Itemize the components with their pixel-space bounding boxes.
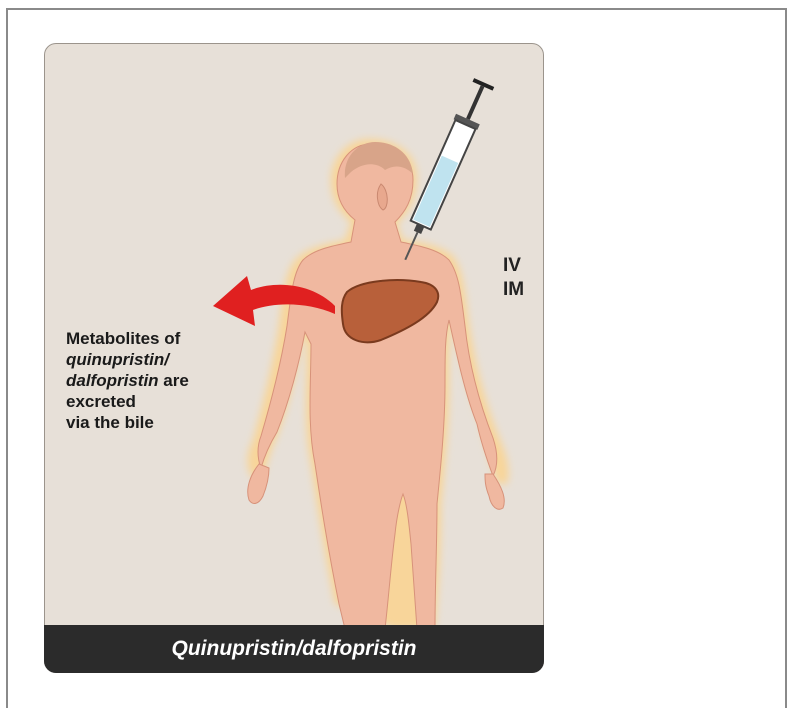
route-im-label: IM — [503, 278, 524, 302]
excretion-note: Metabolites of quinupristin/ dalfopristi… — [66, 328, 256, 433]
note-line-1: Metabolites of — [66, 328, 256, 349]
note-drug-line-2: dalfopristin — [66, 371, 159, 390]
note-line-4: excreted — [66, 391, 256, 412]
human-body — [248, 142, 505, 629]
note-drug-line-1: quinupristin/ — [66, 349, 256, 370]
note-line-5: via the bile — [66, 412, 256, 433]
note-line-3: dalfopristin are — [66, 370, 256, 391]
administration-route-labels: IV IM — [503, 254, 524, 302]
note-line-3-suffix: are — [159, 371, 189, 390]
route-iv-label: IV — [503, 254, 524, 278]
